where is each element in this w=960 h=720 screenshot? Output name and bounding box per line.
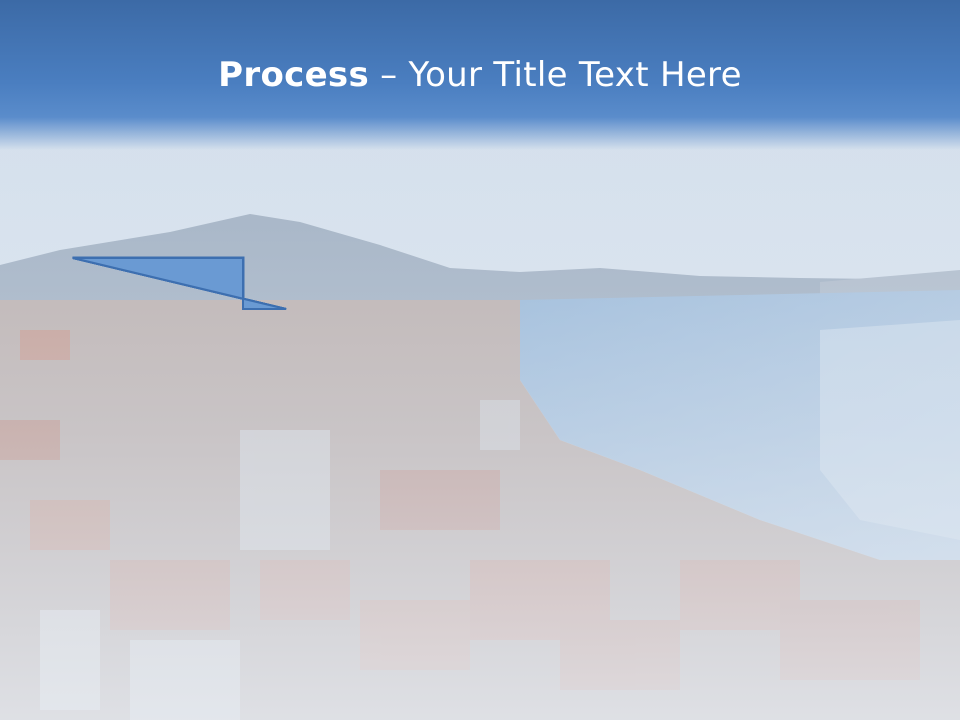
title-bar [0,0,960,150]
title-rest: – Your Title Text Here [369,55,742,95]
process-step-1[interactable] [72,256,352,467]
slide-title[interactable]: Process – Your Title Text Here [0,52,960,98]
title-bold: Process [218,55,370,95]
arrow-box-shape [72,256,287,310]
